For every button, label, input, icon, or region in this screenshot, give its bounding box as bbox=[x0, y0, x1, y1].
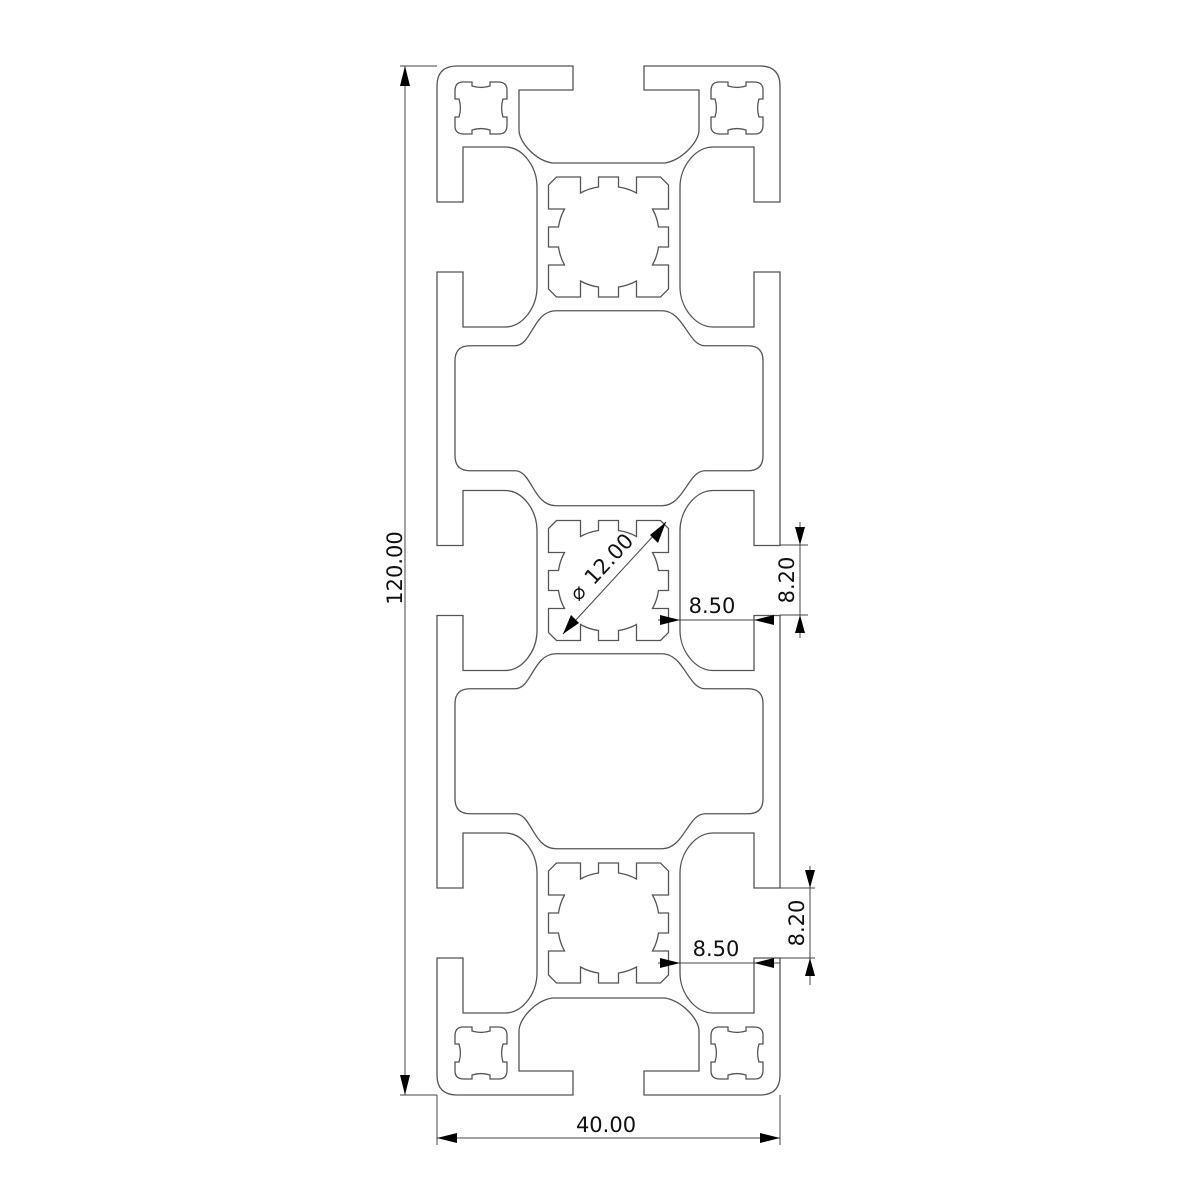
center-bore bbox=[547, 519, 670, 642]
width-dimension: 40.00 bbox=[436, 1095, 781, 1145]
arrow-icon bbox=[805, 870, 815, 888]
height-dimension: 120.00 bbox=[383, 65, 437, 1096]
slot-width-label: 8.20 bbox=[785, 900, 809, 947]
cavity bbox=[454, 310, 764, 507]
slot-width-label: 8.20 bbox=[775, 557, 799, 604]
arrow-icon bbox=[660, 615, 680, 625]
arrow-icon bbox=[805, 958, 815, 976]
profile-outline bbox=[436, 65, 781, 1096]
arrow-icon bbox=[795, 615, 805, 633]
corner-channel bbox=[454, 81, 508, 135]
center-bore bbox=[547, 862, 670, 984]
arrow-icon bbox=[400, 1075, 410, 1095]
cavity bbox=[454, 653, 764, 850]
corner-channel bbox=[710, 81, 764, 135]
corner-channel bbox=[710, 1026, 764, 1080]
height-label: 120.00 bbox=[383, 531, 407, 604]
arrow-icon bbox=[795, 527, 805, 545]
slot-dimensions-middle: 8.50 8.20 bbox=[658, 522, 808, 638]
slot-depth-label: 8.50 bbox=[689, 594, 736, 618]
arrow-icon bbox=[754, 958, 774, 968]
corner-channel bbox=[454, 1026, 508, 1080]
profile-geometry bbox=[436, 65, 781, 1096]
slot-dimensions-bottom: 8.50 8.20 bbox=[658, 866, 815, 985]
arrow-icon bbox=[650, 522, 666, 543]
arrow-icon bbox=[437, 1133, 457, 1143]
center-bore bbox=[547, 176, 670, 298]
diameter-label: 12.00 bbox=[580, 529, 639, 589]
width-label: 40.00 bbox=[576, 1113, 636, 1137]
arrow-icon bbox=[400, 66, 410, 86]
arrow-icon bbox=[563, 615, 579, 634]
slot-depth-label: 8.50 bbox=[693, 937, 740, 961]
diameter-symbol: ⌀ bbox=[565, 580, 591, 606]
bore-diameter-dimension: ⌀ 12.00 bbox=[562, 521, 667, 635]
arrow-icon bbox=[660, 958, 680, 968]
arrow-icon bbox=[760, 1133, 780, 1143]
arrow-icon bbox=[754, 615, 774, 625]
